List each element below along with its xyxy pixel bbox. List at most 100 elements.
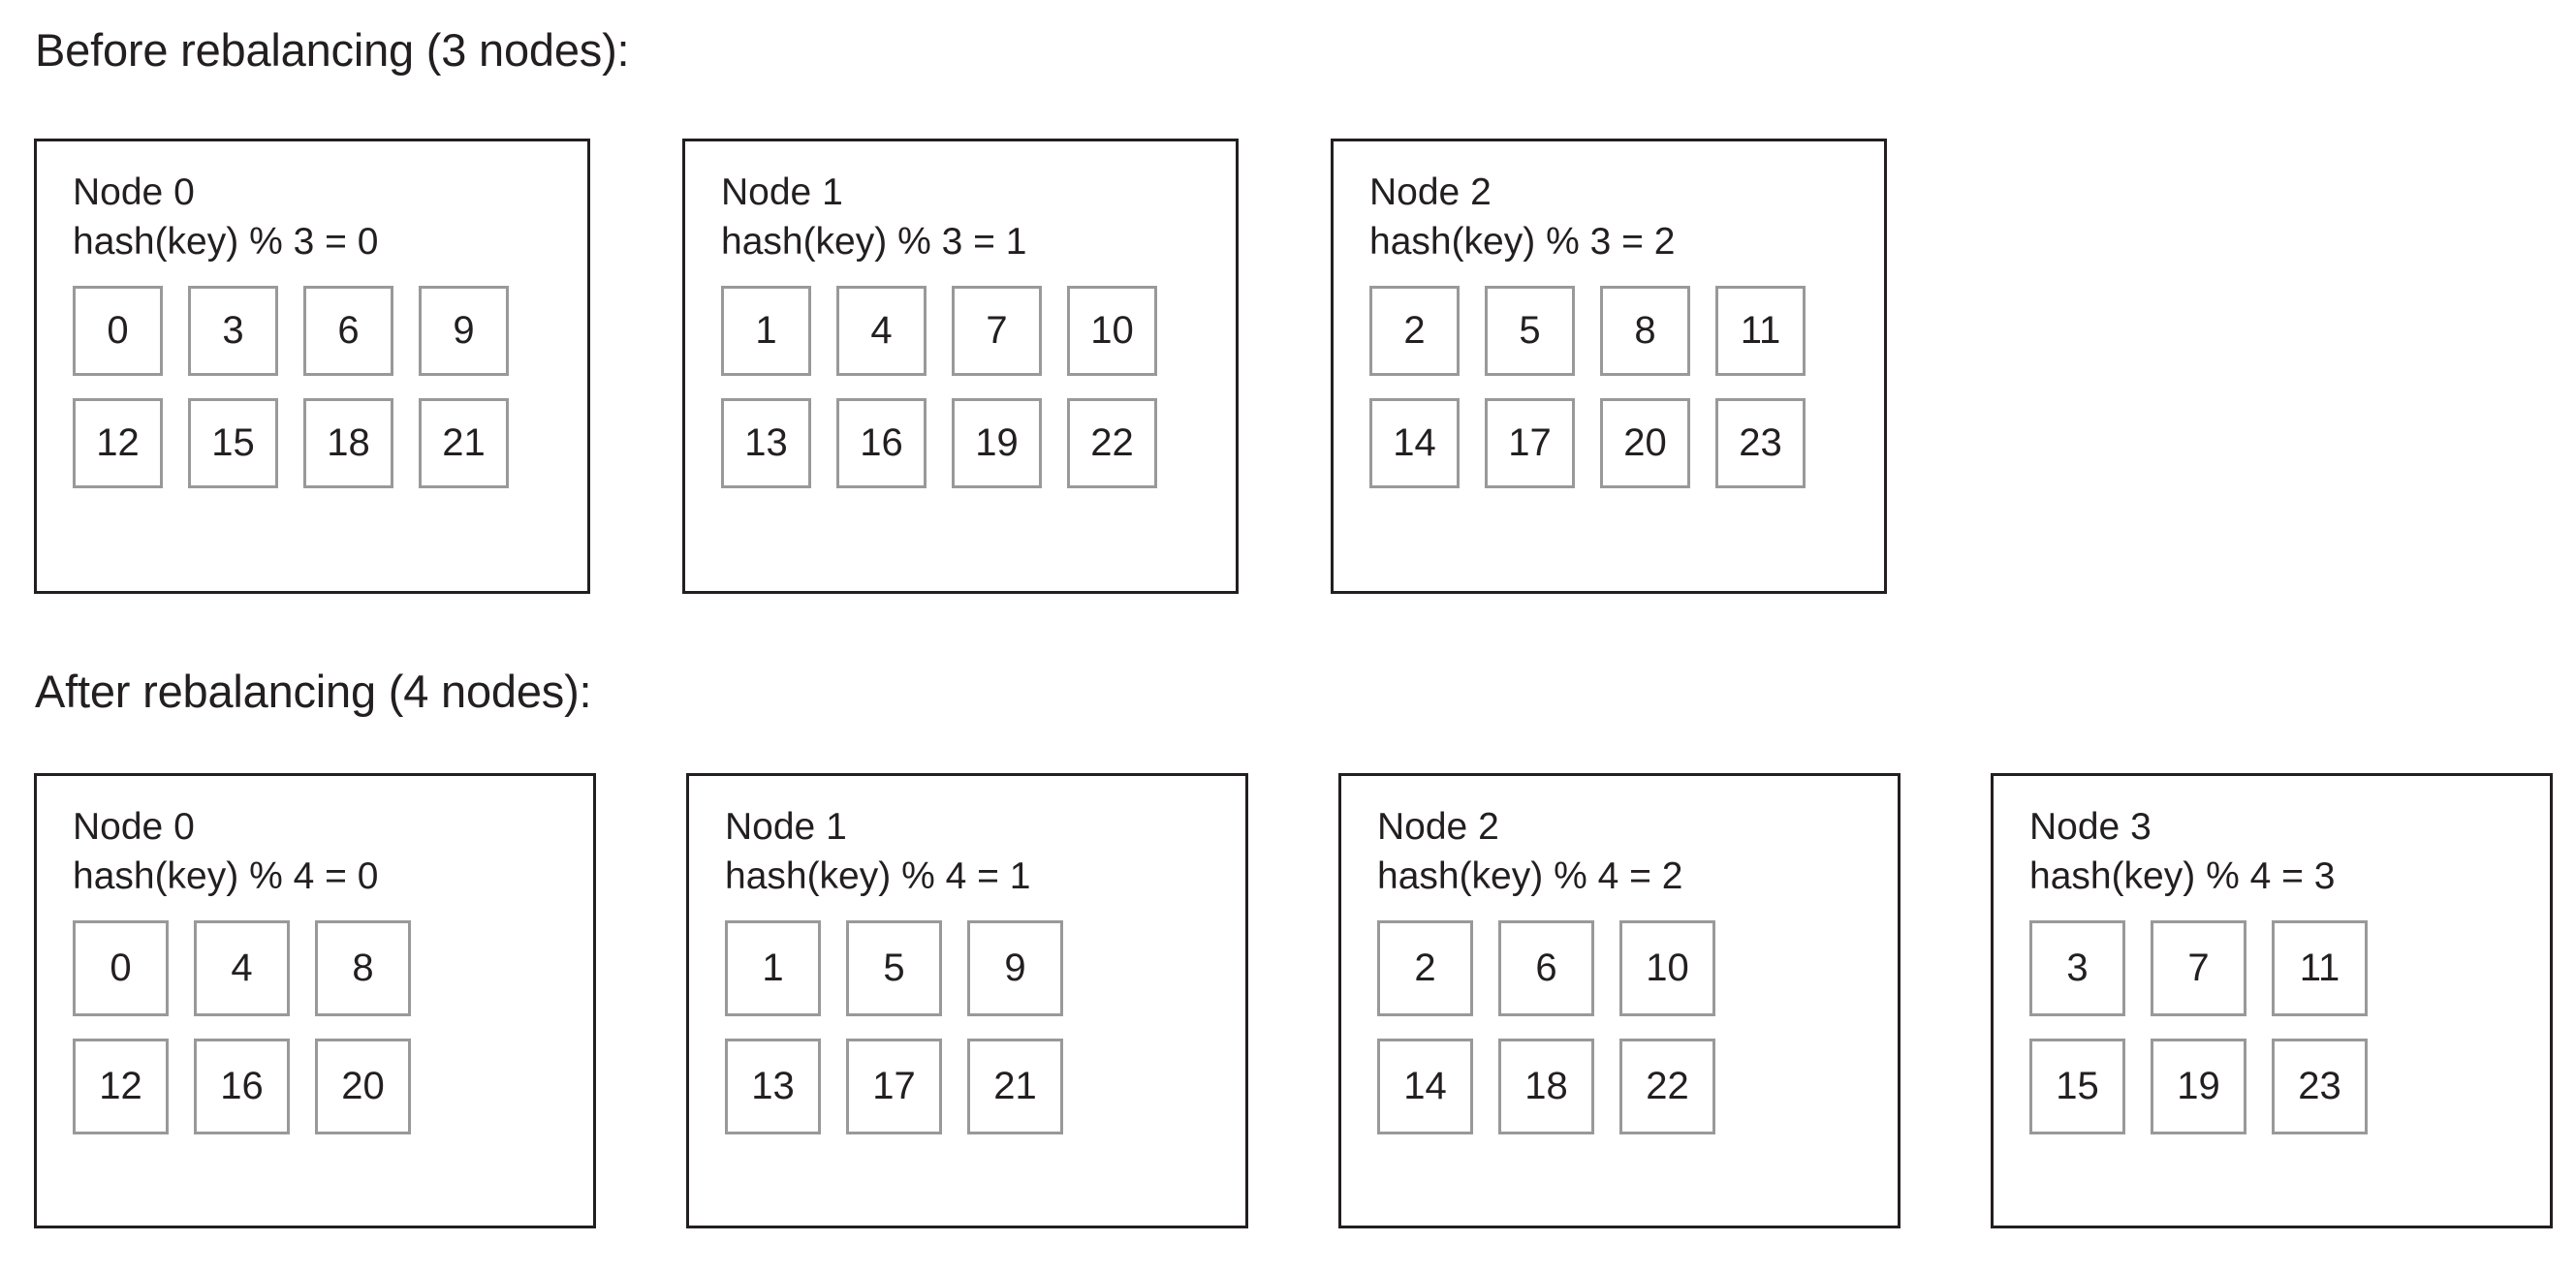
key-cell: 2 [1377,920,1473,1016]
key-cell: 1 [725,920,821,1016]
node-title: Node 1 [721,171,843,213]
key-cell: 6 [1498,920,1594,1016]
key-cell: 12 [73,1039,169,1134]
key-cell: 6 [303,286,393,376]
key-cell: 10 [1067,286,1157,376]
key-cell: 19 [952,398,1042,488]
key-cell: 4 [194,920,290,1016]
key-cell: 4 [836,286,927,376]
key-cell: 15 [2029,1039,2125,1134]
key-cell: 14 [1369,398,1460,488]
key-row: 12 16 20 [73,1039,583,1134]
key-cell: 21 [419,398,509,488]
key-cell: 9 [967,920,1063,1016]
key-cell: 20 [1600,398,1690,488]
key-cell: 19 [2151,1039,2246,1134]
key-row: 13 16 19 22 [721,398,1226,488]
key-cell: 2 [1369,286,1460,376]
node-hash-formula: hash(key) % 3 = 1 [721,221,1027,263]
key-cell: 3 [188,286,278,376]
key-cell: 13 [725,1039,821,1134]
key-row: 13 17 21 [725,1039,1236,1134]
key-cell: 23 [1715,398,1806,488]
key-cell: 7 [2151,920,2246,1016]
node-title: Node 1 [725,806,847,848]
key-cell: 13 [721,398,811,488]
key-cell: 17 [846,1039,942,1134]
key-cell: 16 [836,398,927,488]
key-cell: 17 [1485,398,1575,488]
node-hash-formula: hash(key) % 4 = 0 [73,855,379,897]
node-hash-formula: hash(key) % 4 = 1 [725,855,1031,897]
key-row: 15 19 23 [2029,1039,2540,1134]
node-hash-formula: hash(key) % 3 = 0 [73,221,379,263]
key-cell: 11 [2272,920,2368,1016]
key-cell: 3 [2029,920,2125,1016]
key-cell: 10 [1619,920,1715,1016]
key-cell: 22 [1067,398,1157,488]
key-cell: 18 [1498,1039,1594,1134]
node-title: Node 3 [2029,806,2152,848]
key-row: 12 15 18 21 [73,398,578,488]
key-cell: 9 [419,286,509,376]
key-cell: 23 [2272,1039,2368,1134]
key-cell: 1 [721,286,811,376]
section-heading-before: Before rebalancing (3 nodes): [35,24,630,76]
key-cell: 18 [303,398,393,488]
key-cell: 11 [1715,286,1806,376]
node-title: Node 0 [73,806,195,848]
key-cell: 14 [1377,1039,1473,1134]
node-hash-formula: hash(key) % 3 = 2 [1369,221,1676,263]
node-title: Node 2 [1369,171,1492,213]
key-cell: 15 [188,398,278,488]
key-cell: 0 [73,920,169,1016]
node-hash-formula: hash(key) % 4 = 2 [1377,855,1683,897]
node-title: Node 0 [73,171,195,213]
key-cell: 5 [846,920,942,1016]
key-cell: 12 [73,398,163,488]
section-heading-after: After rebalancing (4 nodes): [35,666,592,717]
node-title: Node 2 [1377,806,1499,848]
key-row: 14 17 20 23 [1369,398,1874,488]
key-cell: 7 [952,286,1042,376]
key-cell: 0 [73,286,163,376]
key-cell: 22 [1619,1039,1715,1134]
key-cell: 21 [967,1039,1063,1134]
key-row: 14 18 22 [1377,1039,1888,1134]
key-cell: 8 [1600,286,1690,376]
key-cell: 20 [315,1039,411,1134]
key-cell: 5 [1485,286,1575,376]
key-cell: 16 [194,1039,290,1134]
key-cell: 8 [315,920,411,1016]
